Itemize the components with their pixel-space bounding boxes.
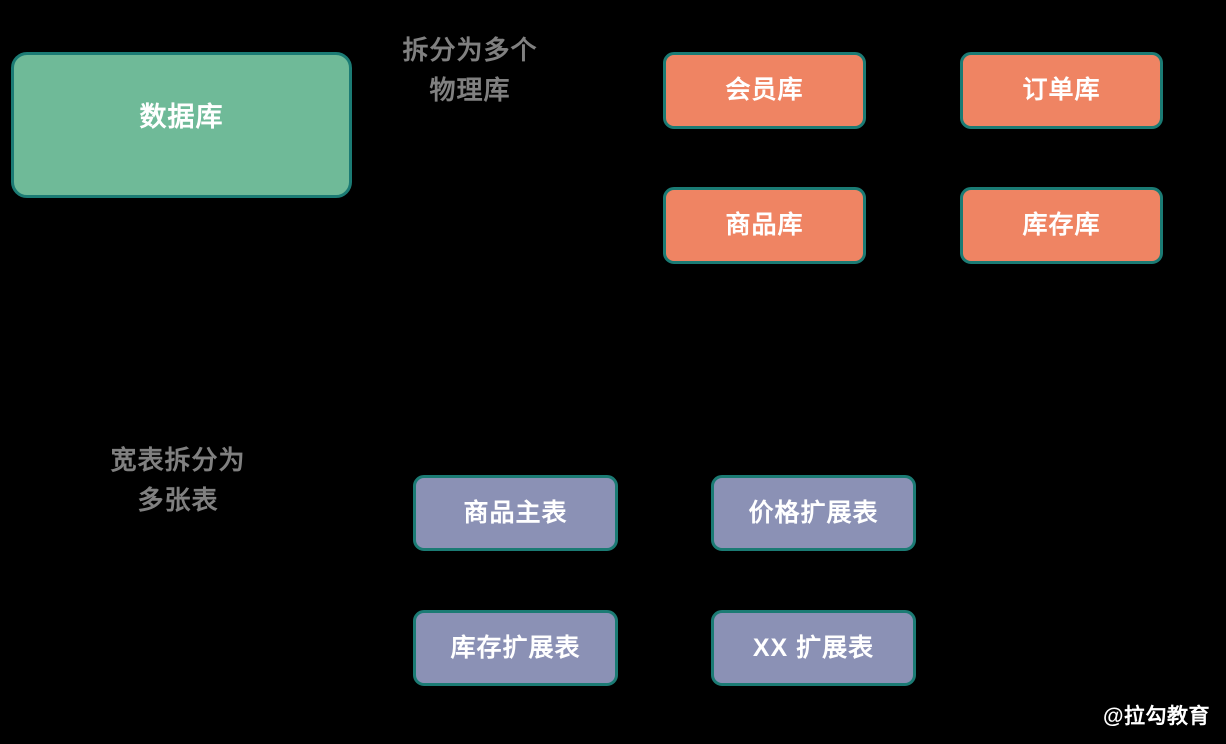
annotation-split-into-databases: 拆分为多个 物理库 <box>370 30 570 111</box>
node-product-database-label: 商品库 <box>725 211 804 239</box>
node-order-database-label: 订单库 <box>1022 76 1101 104</box>
node-inventory-database-label: 库存库 <box>1022 211 1101 239</box>
node-database: 数据库 <box>11 52 352 198</box>
node-product-main-table: 商品主表 <box>413 475 618 551</box>
node-inventory-database: 库存库 <box>960 187 1163 264</box>
node-inventory-extension-table-label: 库存扩展表 <box>450 633 581 662</box>
annotation-split-into-databases-line1: 拆分为多个 <box>402 35 538 65</box>
watermark: @拉勾教育 <box>1103 705 1210 728</box>
node-member-database-label: 会员库 <box>725 76 804 104</box>
annotation-split-into-tables-line2: 多张表 <box>137 485 219 516</box>
annotation-split-into-tables: 宽表拆分为 多张表 <box>78 440 278 521</box>
node-product-database: 商品库 <box>663 187 866 264</box>
annotation-split-into-tables-line1: 宽表拆分为 <box>110 445 246 475</box>
annotation-split-into-databases-line2: 物理库 <box>429 75 511 106</box>
node-inventory-extension-table: 库存扩展表 <box>413 610 618 686</box>
node-price-extension-table-label: 价格扩展表 <box>748 498 879 527</box>
node-price-extension-table: 价格扩展表 <box>711 475 916 551</box>
node-product-main-table-label: 商品主表 <box>463 498 568 527</box>
node-xx-extension-table: XX 扩展表 <box>711 610 916 686</box>
node-database-label: 数据库 <box>139 101 224 132</box>
node-member-database: 会员库 <box>663 52 866 129</box>
node-order-database: 订单库 <box>960 52 1163 129</box>
node-xx-extension-table-label: XX 扩展表 <box>752 633 875 662</box>
